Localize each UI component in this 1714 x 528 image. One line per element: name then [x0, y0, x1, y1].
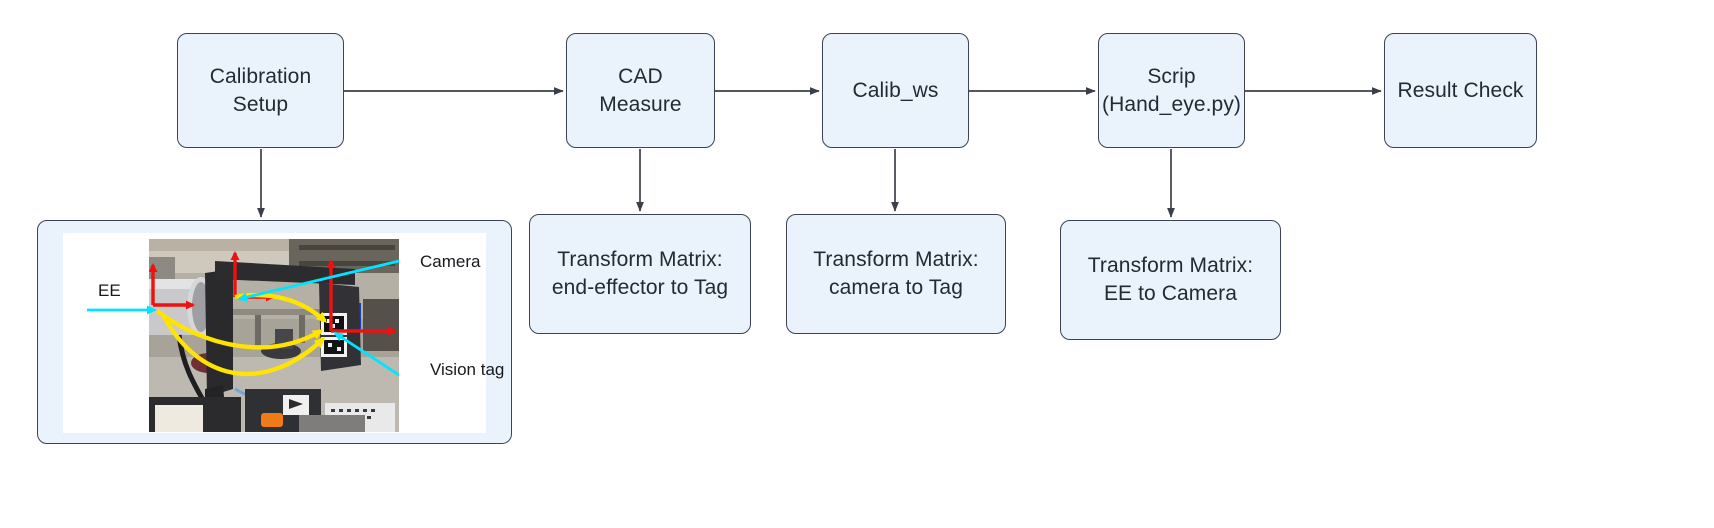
- photo-content: [149, 239, 399, 432]
- photo-label-camera: Camera: [420, 252, 481, 271]
- node-cad-measure[interactable]: CAD Measure: [566, 33, 715, 148]
- node-transform-matrix-ee-to-camera[interactable]: Transform Matrix: EE to Camera: [1060, 220, 1281, 340]
- node-calibration-setup[interactable]: Calibration Setup: [177, 33, 344, 148]
- node-script-handeye[interactable]: Scrip (Hand_eye.py): [1098, 33, 1245, 148]
- ee-coordinate-frame: [149, 263, 195, 310]
- node-transform-matrix-ee-to-tag[interactable]: Transform Matrix: end-effector to Tag: [529, 214, 751, 334]
- panel-annotation-layer: [87, 305, 157, 315]
- node-calib-ws[interactable]: Calib_ws: [822, 33, 969, 148]
- node-result-check[interactable]: Result Check: [1384, 33, 1537, 148]
- photo-label-ee: EE: [98, 281, 121, 300]
- camera-pointer-line: [237, 259, 399, 302]
- node-transform-matrix-camera-to-tag[interactable]: Transform Matrix: camera to Tag: [786, 214, 1006, 334]
- transform-arc-base-to-tag: [161, 313, 326, 377]
- tag-coordinate-frame: [326, 259, 397, 336]
- calibration-photo-panel[interactable]: EE Camera Vision tag: [37, 220, 512, 444]
- photo-panel-white-backdrop: EE Camera Vision tag: [63, 233, 504, 433]
- photo-label-vision-tag: Vision tag: [430, 360, 505, 379]
- transform-arc-ee-to-tag: [155, 309, 324, 350]
- calibration-setup-photograph: [149, 239, 399, 432]
- visiontag-pointer-line: [333, 331, 399, 377]
